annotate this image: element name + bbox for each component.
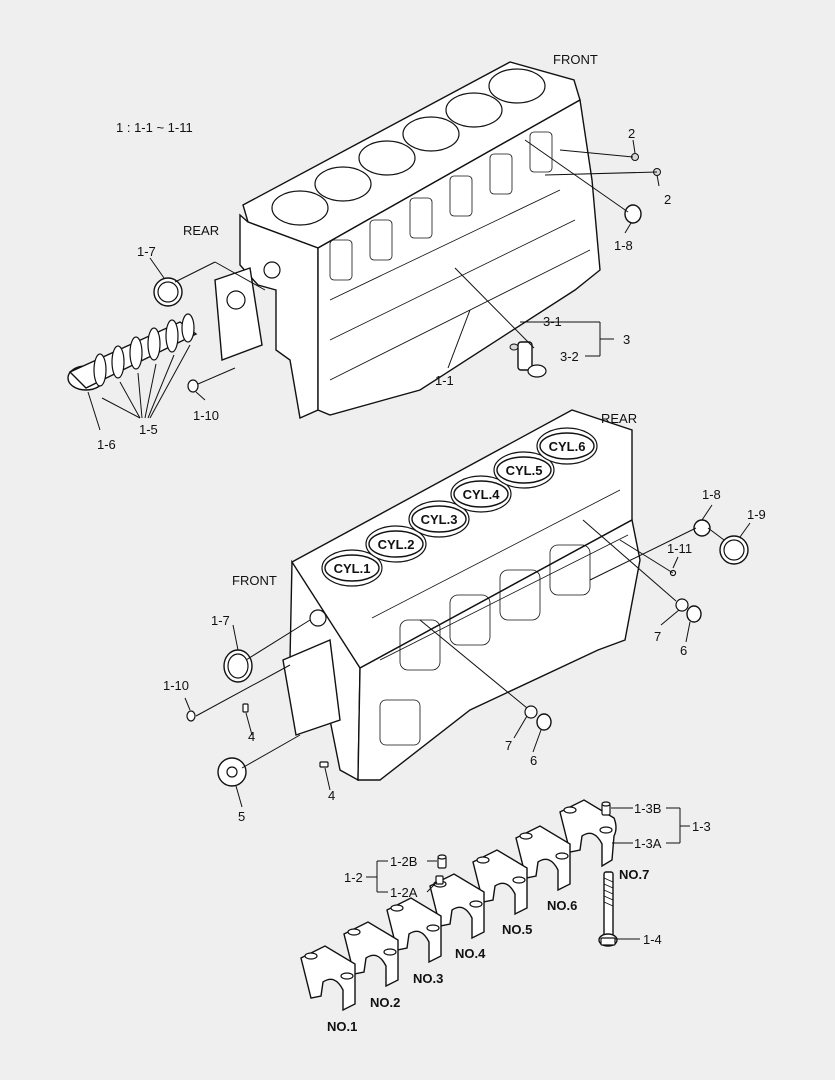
bearing-shells <box>67 313 198 391</box>
cap-bolt <box>598 871 618 947</box>
callout-1-3b: 1-3B <box>634 801 661 816</box>
label-top-front: FRONT <box>553 52 598 67</box>
callout-1-8-bottom: 1-8 <box>702 487 721 502</box>
bearing-cap-no5 <box>472 849 528 916</box>
diagram-text: 1 : 1-1 ~ 1-11 FRONT REAR REAR FRONT 2 2… <box>97 52 766 1034</box>
callout-1-4: 1-4 <box>643 932 662 947</box>
bearing-caps <box>300 799 618 1012</box>
cyl-label-3: CYL.3 <box>421 512 458 527</box>
bearing-cap-no2 <box>343 921 399 988</box>
label-bottom-front: FRONT <box>232 573 277 588</box>
callout-4b: 4 <box>328 788 335 803</box>
callout-1-3a: 1-3A <box>634 836 662 851</box>
top-leader-lines <box>87 139 660 431</box>
bearing-cap-no6 <box>515 825 571 892</box>
callout-5: 5 <box>238 809 245 824</box>
bottom-leader-lines <box>184 504 751 808</box>
callout-1-7-bottom: 1-7 <box>211 613 230 628</box>
cap-label-no5: NO.5 <box>502 922 532 937</box>
callout-1-11: 1-11 <box>667 541 692 556</box>
callout-2b: 2 <box>664 192 671 207</box>
callout-1-9: 1-9 <box>747 507 766 522</box>
callout-1-3: 1-3 <box>692 819 711 834</box>
callout-6b: 6 <box>530 753 537 768</box>
bottom-loose-parts <box>186 519 749 787</box>
label-top-rear: REAR <box>183 223 219 238</box>
callout-1-1: 1-1 <box>435 373 454 388</box>
callout-3-2: 3-2 <box>560 349 579 364</box>
bearing-cap-no3 <box>386 897 442 964</box>
cylinder-labels: CYL.1 CYL.2 CYL.3 CYL.4 CYL.5 CYL.6 <box>324 432 595 582</box>
top-engine-block <box>214 61 601 420</box>
cyl-label-6: CYL.6 <box>549 439 586 454</box>
cyl-label-5: CYL.5 <box>506 463 543 478</box>
callout-1-8-top: 1-8 <box>614 238 633 253</box>
cap-label-no6: NO.6 <box>547 898 577 913</box>
bearing-cap-no7 <box>559 799 617 868</box>
label-bottom-rear: REAR <box>601 411 637 426</box>
cap-label-no3: NO.3 <box>413 971 443 986</box>
callout-7a: 7 <box>654 629 661 644</box>
diagram-title: 1 : 1-1 ~ 1-11 <box>116 120 193 135</box>
callout-1-5: 1-5 <box>139 422 158 437</box>
callout-2a: 2 <box>628 126 635 141</box>
bearing-cap-no4 <box>429 873 485 940</box>
callout-1-2: 1-2 <box>344 870 363 885</box>
callout-1-7-top: 1-7 <box>137 244 156 259</box>
callout-1-6: 1-6 <box>97 437 116 452</box>
callout-1-10-top: 1-10 <box>193 408 219 423</box>
top-cylinder-bores <box>271 68 546 226</box>
callout-3-1: 3-1 <box>543 314 562 329</box>
cap-leader-lines <box>366 807 690 940</box>
callout-1-10-bottom: 1-10 <box>163 678 189 693</box>
cap-label-no1: NO.1 <box>327 1019 357 1034</box>
top-loose-parts <box>67 153 661 393</box>
bearing-cap-no1 <box>300 945 356 1012</box>
callout-7b: 7 <box>505 738 512 753</box>
cyl-label-4: CYL.4 <box>463 487 501 502</box>
callout-4a: 4 <box>248 729 255 744</box>
callout-1-2a: 1-2A <box>390 885 418 900</box>
callout-1-2b: 1-2B <box>390 854 417 869</box>
cap-label-no4: NO.4 <box>455 946 486 961</box>
callout-6a: 6 <box>680 643 687 658</box>
cyl-label-2: CYL.2 <box>378 537 415 552</box>
callout-3: 3 <box>623 332 630 347</box>
cyl-label-1: CYL.1 <box>334 561 371 576</box>
cap-label-no7: NO.7 <box>619 867 649 882</box>
cap-label-no2: NO.2 <box>370 995 400 1010</box>
